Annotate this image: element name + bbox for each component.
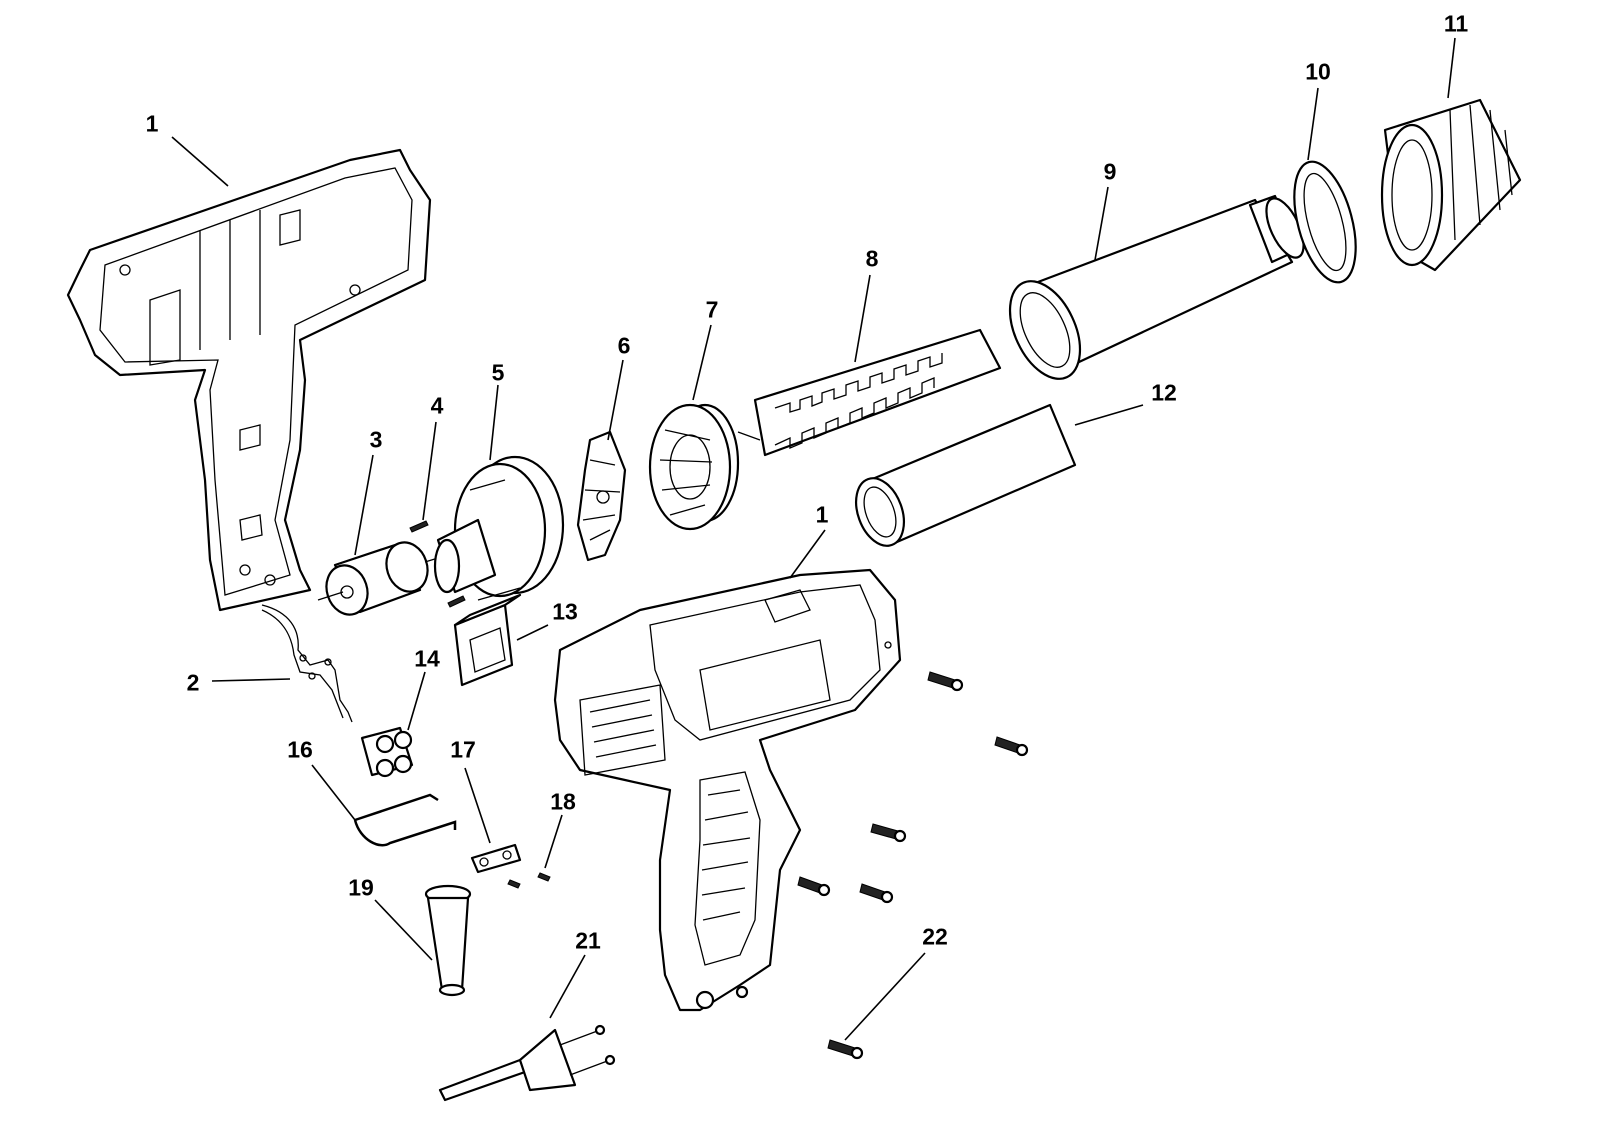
callout-1-right-housing: 1 bbox=[815, 501, 829, 528]
callout-1-left-housing: 1 bbox=[145, 110, 159, 137]
callout-18: 18 bbox=[550, 788, 576, 815]
callout-7: 7 bbox=[705, 296, 719, 323]
power-plug bbox=[438, 1024, 616, 1102]
callout-9: 9 bbox=[1103, 158, 1117, 185]
fan-housing bbox=[433, 455, 565, 601]
sealing-ring bbox=[1293, 160, 1357, 284]
impeller bbox=[576, 430, 627, 562]
callout-16: 16 bbox=[287, 736, 313, 763]
rocker-switch bbox=[453, 593, 522, 687]
callout-10: 10 bbox=[1305, 58, 1331, 85]
wire-assembly bbox=[261, 604, 353, 723]
callout-5: 5 bbox=[491, 359, 505, 386]
small-screws bbox=[409, 520, 466, 608]
outer-tube bbox=[1008, 194, 1305, 380]
cord-clamp bbox=[470, 843, 522, 874]
housing-screws bbox=[797, 671, 1029, 1060]
leader-lines bbox=[171, 37, 1456, 1041]
clamp-screws bbox=[507, 872, 551, 889]
callout-8: 8 bbox=[865, 245, 879, 272]
housing-left-half bbox=[66, 148, 432, 612]
cord-sleeve bbox=[424, 884, 472, 997]
callout-4: 4 bbox=[430, 392, 444, 419]
callout-12: 12 bbox=[1151, 379, 1177, 406]
callout-3: 3 bbox=[369, 426, 383, 453]
inner-tube bbox=[855, 403, 1077, 547]
callout-6: 6 bbox=[617, 332, 631, 359]
callout-14: 14 bbox=[414, 645, 440, 672]
nozzle-cap bbox=[1380, 98, 1522, 272]
callout-21: 21 bbox=[575, 927, 601, 954]
wire-clip bbox=[353, 793, 457, 847]
callout-2: 2 bbox=[186, 669, 200, 696]
air-guide bbox=[648, 403, 740, 531]
callout-13: 13 bbox=[552, 598, 578, 625]
callout-11: 11 bbox=[1443, 10, 1469, 37]
heating-element bbox=[737, 328, 1002, 457]
callout-17: 17 bbox=[450, 736, 476, 763]
terminal-block bbox=[360, 726, 414, 778]
housing-right-half bbox=[553, 568, 902, 1012]
motor bbox=[317, 541, 439, 616]
callout-19: 19 bbox=[348, 874, 374, 901]
callout-22: 22 bbox=[922, 923, 948, 950]
